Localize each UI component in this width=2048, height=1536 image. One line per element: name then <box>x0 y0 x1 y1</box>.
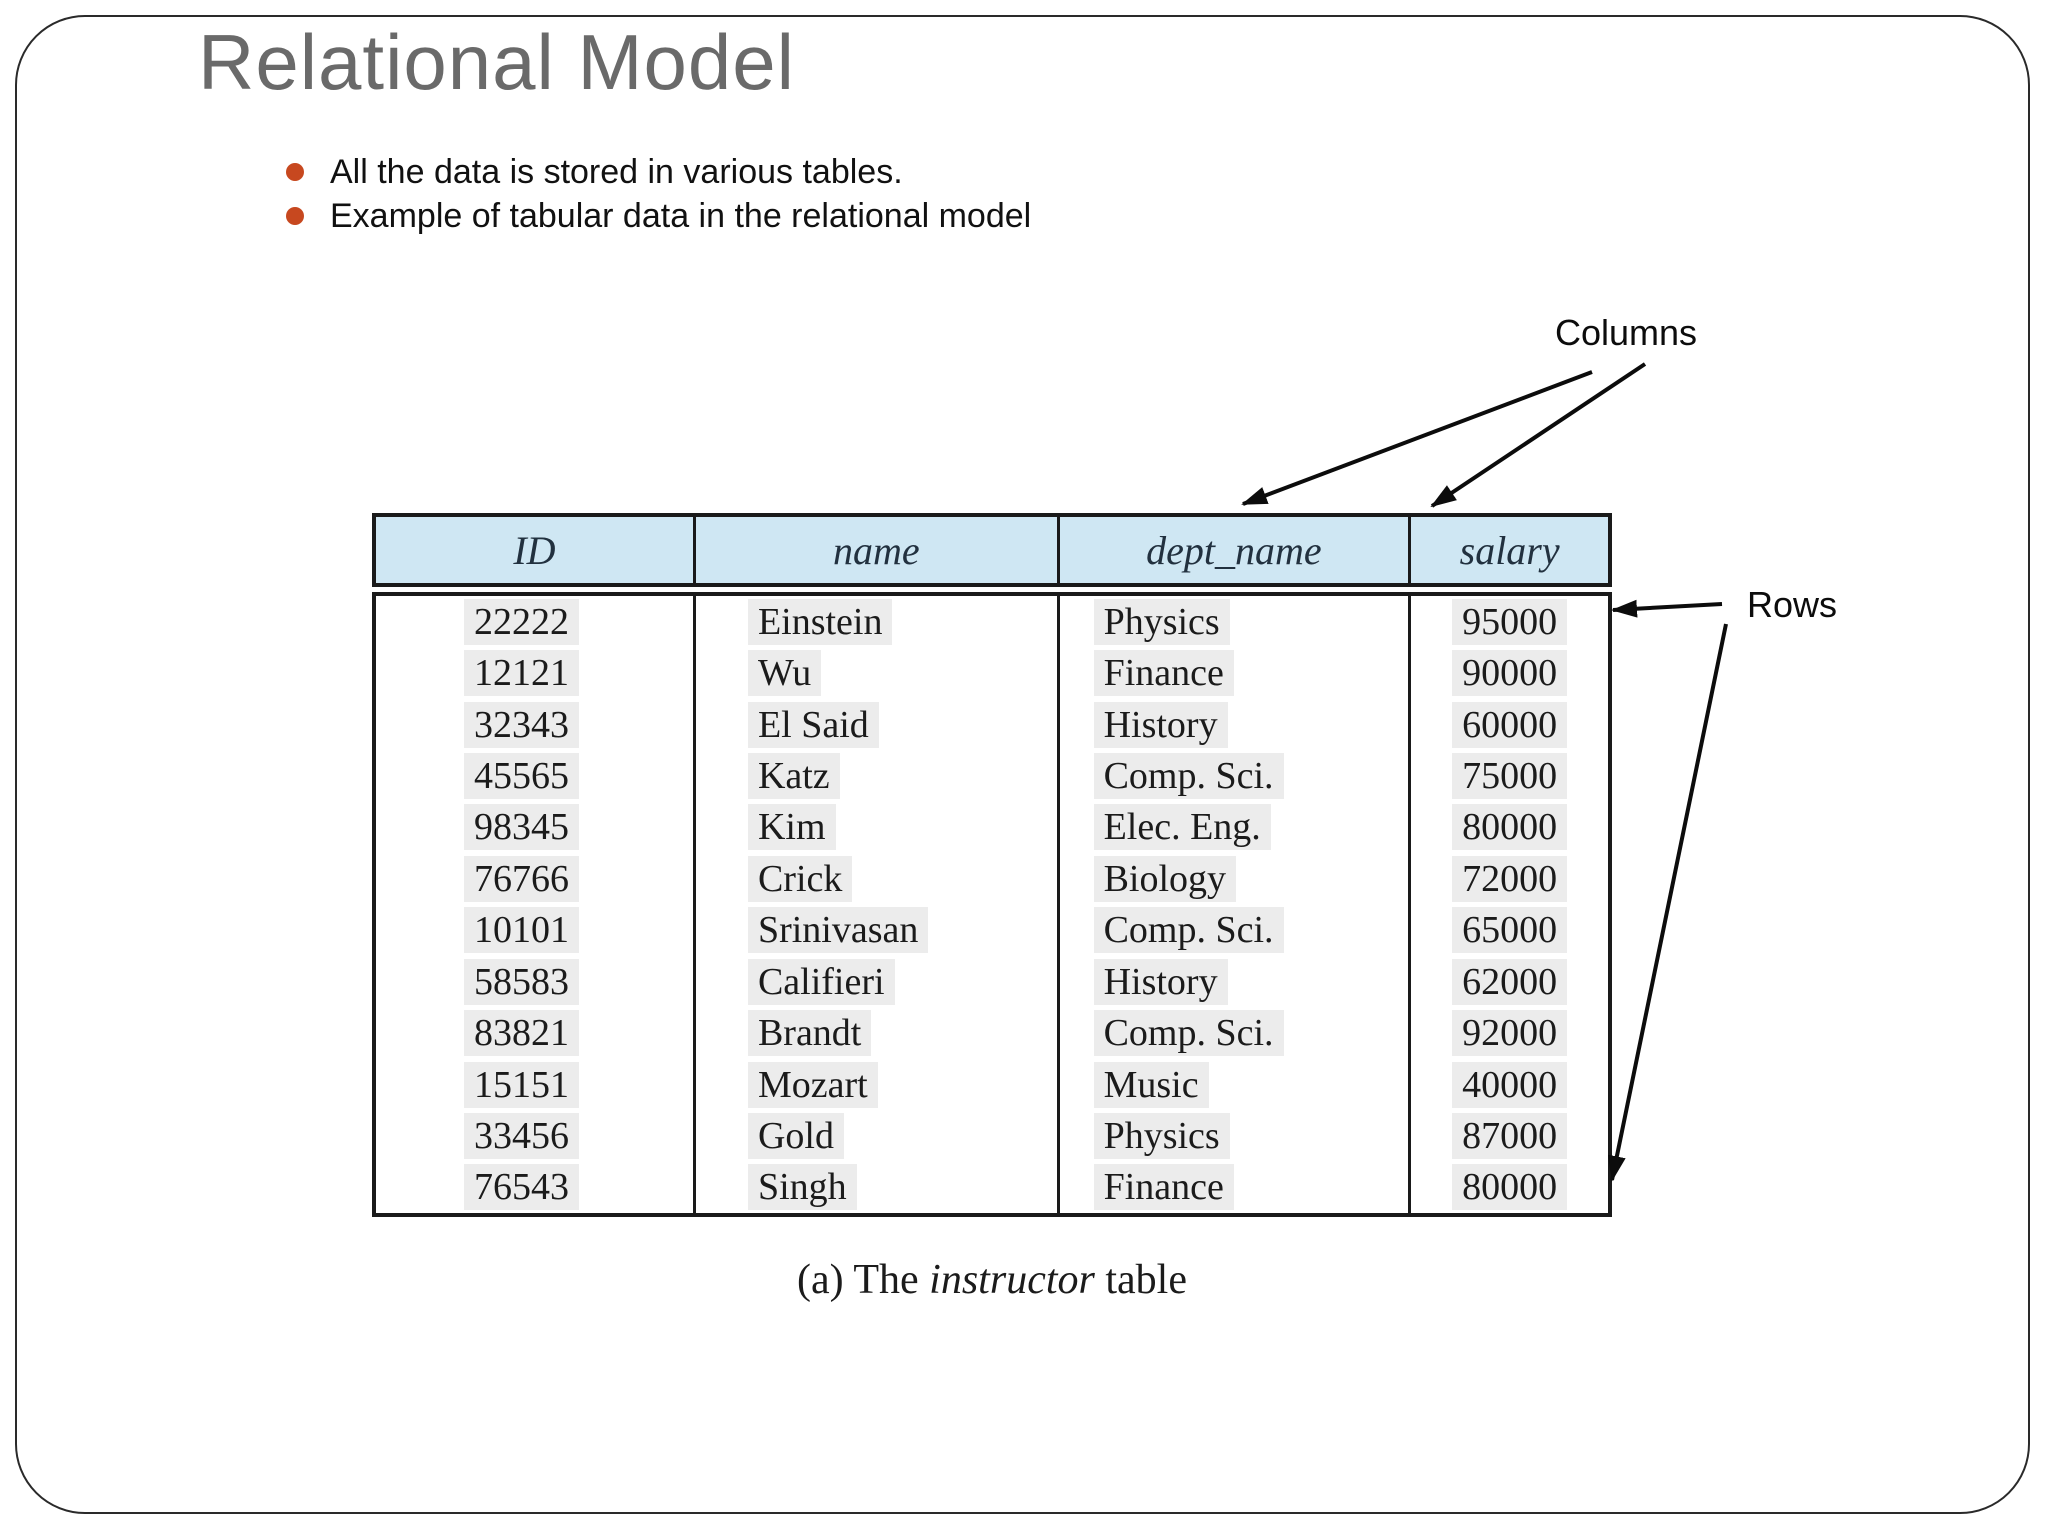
table-cell: Comp. Sci. <box>1056 1007 1409 1059</box>
bullet-text: Example of tabular data in the relationa… <box>330 197 1032 235</box>
table-cell: 45565 <box>376 750 693 801</box>
table-cell: Srinivasan <box>692 904 1057 956</box>
table-cell: Singh <box>692 1161 1057 1214</box>
bullet-icon <box>286 163 304 181</box>
bullet-icon <box>286 207 304 225</box>
table-cell: 92000 <box>1408 1007 1608 1059</box>
table-cell: Mozart <box>692 1058 1057 1111</box>
table-cell: Biology <box>1056 853 1409 905</box>
table-cell: 76766 <box>376 853 693 904</box>
table-cell: 72000 <box>1408 853 1608 905</box>
table-cell: Gold <box>692 1110 1057 1162</box>
table-cell: Comp. Sci. <box>1056 750 1409 802</box>
table-cell: 80000 <box>1408 801 1608 854</box>
table-cell: 95000 <box>1408 596 1608 648</box>
column-header-salary: salary <box>1408 517 1608 583</box>
table-cell: Music <box>1056 1058 1409 1111</box>
figure-caption: (a) The instructor table <box>372 1256 1612 1304</box>
table-cell: 15151 <box>376 1059 693 1110</box>
table-cell: Physics <box>1056 596 1409 648</box>
table-cell: Crick <box>692 853 1057 905</box>
table-cell: Kim <box>692 801 1057 854</box>
table-cell: History <box>1056 955 1409 1008</box>
table-cell: 10101 <box>376 905 693 956</box>
table-cell: Katz <box>692 750 1057 802</box>
caption-prefix: (a) The <box>797 1257 930 1303</box>
table-cell: Finance <box>1056 647 1409 699</box>
table-cell: El Said <box>692 698 1057 751</box>
list-item: Example of tabular data in the relationa… <box>286 194 1031 238</box>
table-cell: 62000 <box>1408 955 1608 1008</box>
table-cell: Physics <box>1056 1110 1409 1162</box>
table-cell: 40000 <box>1408 1058 1608 1111</box>
table-cell: 80000 <box>1408 1161 1608 1214</box>
table-cell: 98345 <box>376 802 693 853</box>
table-cell: 32343 <box>376 699 693 750</box>
instructor-table-header: ID name dept_name salary <box>372 513 1612 587</box>
table-cell: 65000 <box>1408 904 1608 956</box>
table-cell: 76543 <box>376 1162 693 1213</box>
column-header-name: name <box>692 517 1057 583</box>
rows-annotation-label: Rows <box>1747 584 1838 625</box>
caption-emphasis: instructor <box>929 1257 1095 1303</box>
page-title: Relational Model <box>198 18 796 106</box>
table-cell: Comp. Sci. <box>1056 904 1409 956</box>
table-cell: History <box>1056 698 1409 751</box>
table-cell: Finance <box>1056 1161 1409 1214</box>
caption-suffix: table <box>1094 1257 1187 1303</box>
table-cell: Brandt <box>692 1007 1057 1059</box>
table-cell: 75000 <box>1408 750 1608 802</box>
table-cell: 12121 <box>376 647 693 698</box>
table-cell: Wu <box>692 647 1057 699</box>
table-cell: 33456 <box>376 1110 693 1161</box>
column-header-dept: dept_name <box>1056 517 1409 583</box>
bullet-text: All the data is stored in various tables… <box>330 153 903 191</box>
columns-annotation-label: Columns <box>1555 312 1698 353</box>
table-cell: Elec. Eng. <box>1056 801 1409 854</box>
table-cell: 60000 <box>1408 698 1608 751</box>
slide-border <box>15 15 2030 1514</box>
table-cell: Einstein <box>692 596 1057 648</box>
table-cell: 22222 <box>376 596 693 647</box>
table-cell: 87000 <box>1408 1110 1608 1162</box>
table-cell: 83821 <box>376 1007 693 1058</box>
bullet-list: All the data is stored in various tables… <box>286 150 1031 238</box>
column-header-id: ID <box>513 527 556 573</box>
table-cell: 90000 <box>1408 647 1608 699</box>
table-cell: 58583 <box>376 956 693 1007</box>
table-cell: Califieri <box>692 955 1057 1008</box>
list-item: All the data is stored in various tables… <box>286 150 1031 194</box>
